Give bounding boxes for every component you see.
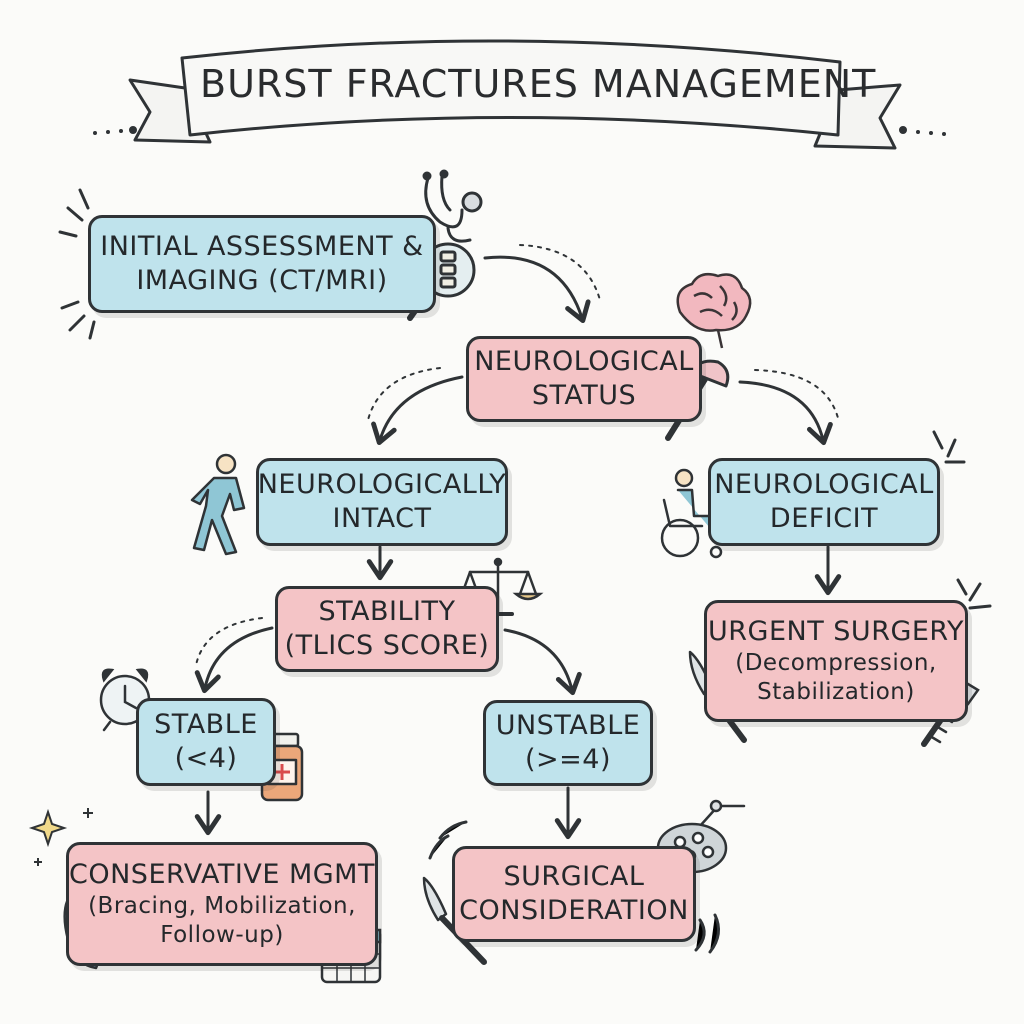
node-text: NEUROLOGICAL: [474, 346, 694, 378]
arrow-stability-to-unstable: [503, 628, 582, 696]
node-text: STABLE: [154, 709, 258, 741]
node-text: INTACT: [332, 503, 432, 534]
sparkle-icon: [28, 808, 93, 866]
node-text: UNSTABLE: [495, 710, 641, 742]
node-text: STATUS: [531, 380, 637, 411]
node-text: URGENT SURGERY: [708, 616, 964, 648]
node-text: (<4): [174, 743, 238, 774]
diagram-title: BURST FRACTURES MANAGEMENT: [200, 62, 877, 106]
emphasis-strokes: [58, 188, 992, 954]
title-banner: [128, 39, 902, 150]
node-surgical-consideration: SURGICAL CONSIDERATION: [452, 846, 696, 942]
node-text: INITIAL ASSESSMENT &: [100, 231, 424, 263]
node-text: NEUROLOGICALLY: [257, 469, 507, 501]
node-subtext: (Bracing, Mobilization,: [88, 893, 356, 920]
walking-person-icon: [190, 453, 246, 556]
node-subtext: Stabilization): [757, 678, 915, 705]
node-unstable: UNSTABLE (>=4): [483, 700, 653, 786]
arrow-initial-to-neuro: [483, 255, 591, 323]
node-stable: STABLE (<4): [136, 698, 276, 786]
banner-dots: [93, 126, 946, 136]
arrow-neuro-to-deficit: [738, 380, 833, 446]
node-initial-assessment: INITIAL ASSESSMENT & IMAGING (CT/MRI): [88, 215, 436, 313]
node-neurological-deficit: NEUROLOGICAL DEFICIT: [708, 458, 940, 546]
brain-icon: [676, 273, 752, 349]
node-text: (>=4): [525, 744, 611, 775]
node-stability-tlics: STABILITY (TLICS SCORE): [275, 586, 499, 672]
node-conservative-mgmt: CONSERVATIVE MGMT (Bracing, Mobilization…: [66, 842, 378, 966]
node-text: SURGICAL: [503, 861, 645, 893]
flow-arrows: [194, 244, 842, 840]
node-urgent-surgery: URGENT SURGERY (Decompression, Stabiliza…: [704, 600, 968, 722]
node-text: DEFICIT: [769, 503, 879, 534]
node-text: (TLICS SCORE): [284, 630, 490, 661]
node-text: NEUROLOGICAL: [714, 469, 934, 501]
stethoscope-icon: [422, 169, 483, 243]
node-neurological-status: NEUROLOGICAL STATUS: [466, 336, 702, 422]
node-text: STABILITY: [318, 596, 456, 628]
node-text: IMAGING (CT/MRI): [136, 265, 388, 296]
node-text: CONSERVATIVE MGMT: [69, 859, 375, 891]
node-neurologically-intact: NEUROLOGICALLY INTACT: [256, 458, 508, 546]
arrow-neuro-to-intact: [371, 375, 464, 446]
node-text: CONSIDERATION: [459, 895, 689, 926]
arrow-stability-to-stable: [194, 626, 274, 694]
node-subtext: Follow-up): [160, 921, 284, 948]
node-subtext: (Decompression,: [735, 650, 937, 677]
